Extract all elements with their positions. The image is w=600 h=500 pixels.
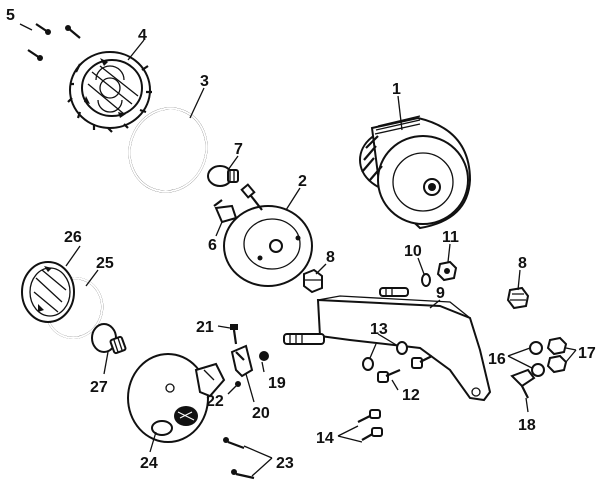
leader-lines	[19, 23, 577, 477]
callouts: 1 2 3 4 5 6 7 8 8 9 10 11 12 13 14 16 17…	[6, 7, 596, 472]
part-14-screws	[357, 409, 383, 441]
part-23-long-screws	[223, 437, 255, 480]
callout-16: 16	[488, 351, 506, 368]
part-22-small-nut	[235, 381, 241, 387]
part-8-nut-right	[506, 286, 530, 310]
callout-24: 24	[140, 455, 158, 472]
callout-27: 27	[90, 379, 108, 396]
callout-6: 6	[208, 237, 217, 254]
part-27-large-bulb	[91, 323, 127, 355]
part-17-nuts	[546, 336, 568, 374]
callout-20: 20	[252, 405, 270, 422]
part-9-mounting-bracket	[283, 287, 492, 402]
callout-21: 21	[196, 319, 214, 336]
part-12-bolts	[377, 355, 433, 383]
callout-18: 18	[518, 417, 536, 434]
callout-3: 3	[200, 73, 209, 90]
callout-5: 5	[6, 7, 15, 24]
part-2-reflector-plate	[223, 183, 313, 287]
part-7-small-bulb	[207, 165, 239, 187]
part-1-lamp-housing	[359, 115, 472, 230]
callout-17: 17	[578, 345, 596, 362]
part-11-cap-nut	[436, 260, 458, 282]
part-19-nut	[259, 351, 269, 361]
callout-25: 25	[96, 255, 114, 272]
part-3-gasket-ring	[128, 107, 208, 193]
part-13-washers	[362, 341, 408, 371]
callout-23: 23	[276, 455, 294, 472]
callout-8-right: 8	[518, 255, 527, 272]
part-8-nut-left	[303, 268, 323, 294]
callout-8-left: 8	[326, 249, 335, 266]
part-4-lens-assembly	[67, 51, 152, 133]
callout-11: 11	[442, 229, 459, 246]
callout-10: 10	[404, 243, 422, 260]
callout-14: 14	[316, 430, 334, 447]
part-21-screw	[230, 324, 238, 345]
callout-22: 22	[206, 393, 224, 410]
callout-13: 13	[370, 321, 388, 338]
callout-1: 1	[392, 81, 401, 98]
callout-4: 4	[138, 27, 147, 44]
callout-9: 9	[436, 285, 445, 302]
part-20-elbow-fitting	[230, 344, 254, 378]
callout-26: 26	[64, 229, 82, 246]
part-6-bulb-socket	[213, 199, 238, 224]
part-24-round-lamp-body	[127, 353, 226, 443]
callout-19: 19	[268, 375, 286, 392]
part-26-small-lens	[21, 261, 75, 323]
part-18-wire-clip	[510, 368, 536, 399]
callout-2: 2	[298, 173, 307, 190]
part-16-washers	[529, 341, 545, 377]
part-10-washer	[421, 273, 431, 287]
callout-7: 7	[234, 141, 243, 158]
callout-12: 12	[402, 387, 420, 404]
part-5-lens-screws	[27, 23, 81, 61]
